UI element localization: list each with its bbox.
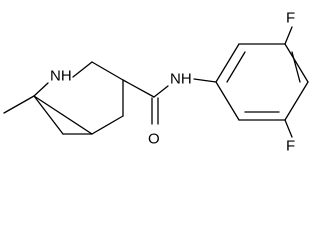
atom-labels: NH NH O F F — [50, 10, 295, 155]
fluorine-top-label: F — [286, 10, 295, 27]
bond-c6-c5-lower — [33, 95, 64, 135]
chemical-structure: NH NH O F F — [3, 10, 309, 155]
aryl-bond-6 — [215, 81, 240, 121]
bond-methyl — [3, 95, 35, 114]
bond-fluorine-top — [284, 26, 293, 45]
bond-c2-c3 — [91, 61, 124, 81]
bonds — [3, 26, 309, 138]
bond-fluorine-bottom — [284, 119, 293, 138]
bond-c4-c5 — [91, 115, 124, 135]
bond-c6-n1 — [33, 82, 49, 97]
aryl-bond-4 — [284, 81, 309, 121]
aryl-double-1 — [226, 51, 246, 83]
bond-carbonyl-amide — [153, 85, 169, 98]
ring-nh-label: NH — [50, 68, 72, 85]
bond-n1-c2 — [72, 61, 93, 78]
bond-c3-carbonyl — [122, 79, 155, 98]
bond-amide-aryl — [193, 78, 217, 83]
aryl-bond-3 — [284, 43, 309, 83]
carbonyl-o-label: O — [148, 131, 160, 148]
amide-nh-label: NH — [170, 71, 192, 88]
bond-c5-c6 — [33, 95, 93, 135]
fluorine-bottom-label: F — [286, 138, 295, 155]
aryl-double-2 — [291, 51, 301, 83]
aryl-bond-1 — [215, 43, 240, 83]
